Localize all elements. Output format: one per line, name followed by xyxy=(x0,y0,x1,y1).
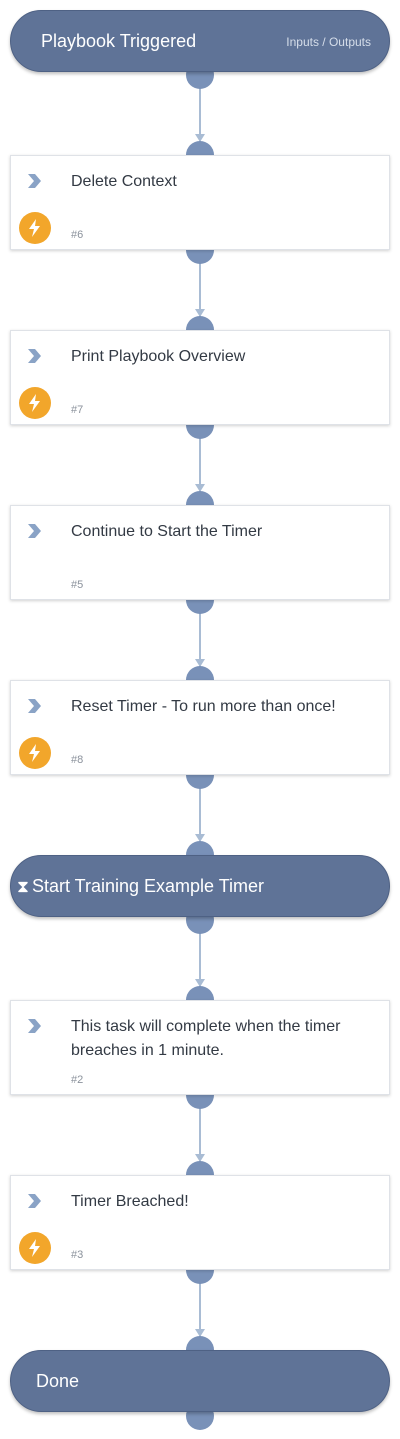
chevron-right-icon xyxy=(28,1019,41,1033)
lightning-bolt-icon xyxy=(19,212,51,244)
lightning-bolt-icon xyxy=(19,1232,51,1264)
task-label: This task will complete when the timer b… xyxy=(71,1018,341,1059)
trigger-title: Playbook Triggered xyxy=(41,31,197,51)
arrow-7 xyxy=(195,1154,205,1162)
arrow-3 xyxy=(195,484,205,492)
arrow-8 xyxy=(195,1329,205,1337)
task-label: Print Playbook Overview xyxy=(71,348,246,365)
chevron-right-icon xyxy=(28,349,41,363)
chevron-right-icon xyxy=(28,1194,41,1208)
inputs-outputs-link[interactable]: Inputs / Outputs xyxy=(286,35,371,49)
hourglass-icon: ⧗ xyxy=(17,877,29,896)
task-number: #6 xyxy=(71,229,84,241)
connector-3 xyxy=(199,425,201,495)
chevron-right-icon xyxy=(28,524,41,538)
lightning-bolt-icon xyxy=(19,387,51,419)
arrow-5 xyxy=(195,834,205,842)
connector-4 xyxy=(199,600,201,670)
task-number: #5 xyxy=(71,579,84,591)
done-title: Done xyxy=(36,1371,80,1391)
task-node-continue-to-start-timer[interactable]: Continue to Start the Timer #5 xyxy=(10,505,390,600)
connector-5 xyxy=(199,775,201,845)
done-node[interactable]: Done xyxy=(10,1350,390,1412)
arrow-6 xyxy=(195,979,205,987)
connector-8 xyxy=(199,1270,201,1340)
task-label: Delete Context xyxy=(71,173,177,190)
task-node-delete-context[interactable]: Delete Context #6 xyxy=(10,155,390,250)
task-node-print-playbook-overview[interactable]: Print Playbook Overview #7 xyxy=(10,330,390,425)
connector-2 xyxy=(199,250,201,320)
task-number: #7 xyxy=(71,404,84,416)
connector-1 xyxy=(199,75,201,145)
arrow-4 xyxy=(195,659,205,667)
arrow-2 xyxy=(195,309,205,317)
arrow-1 xyxy=(195,134,205,142)
task-number: #3 xyxy=(71,1249,84,1261)
task-number: #2 xyxy=(71,1074,84,1086)
start-timer-node[interactable]: ⧗Start Training Example Timer xyxy=(10,855,390,917)
task-node-reset-timer[interactable]: Reset Timer - To run more than once! #8 xyxy=(10,680,390,775)
timer-title: ⧗Start Training Example Timer xyxy=(17,876,265,896)
chevron-right-icon xyxy=(28,699,41,713)
playbook-triggered-node[interactable]: Playbook Triggered Inputs / Outputs xyxy=(10,10,390,72)
task-label: Reset Timer - To run more than once! xyxy=(71,698,336,715)
task-node-timer-breach-wait[interactable]: This task will complete when the timer b… xyxy=(10,1000,390,1095)
chevron-right-icon xyxy=(28,174,41,188)
task-label: Continue to Start the Timer xyxy=(71,523,263,540)
connector-6 xyxy=(199,920,201,990)
task-label: Timer Breached! xyxy=(71,1193,189,1210)
connector-7 xyxy=(199,1095,201,1165)
task-node-timer-breached[interactable]: Timer Breached! #3 xyxy=(10,1175,390,1270)
lightning-bolt-icon xyxy=(19,737,51,769)
task-number: #8 xyxy=(71,754,84,766)
